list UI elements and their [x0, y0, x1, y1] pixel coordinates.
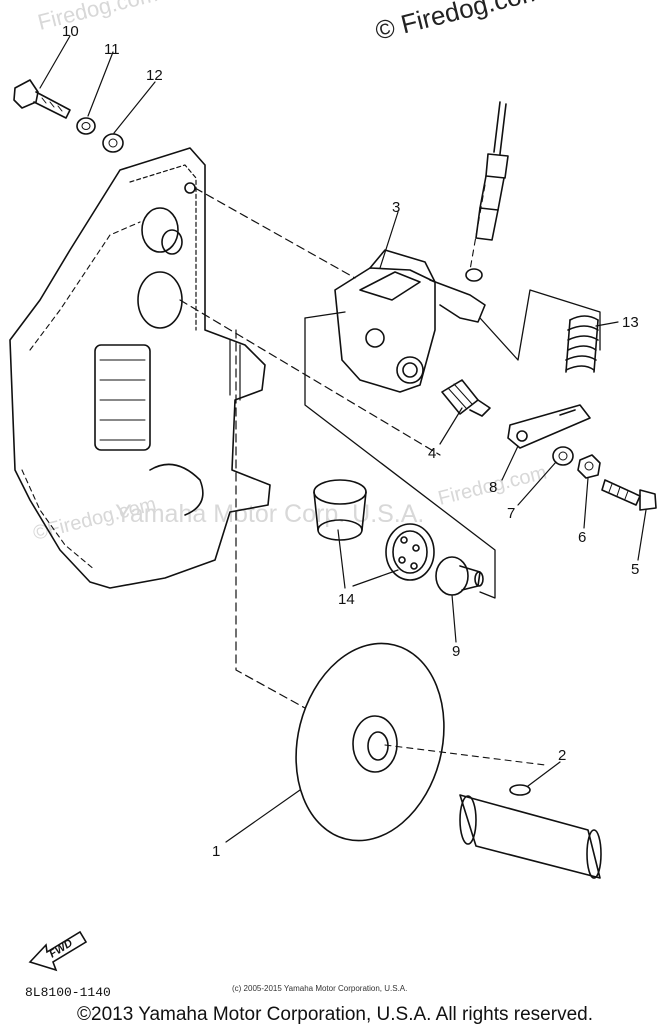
callout-4: 4	[428, 445, 436, 462]
callout-10: 10	[62, 23, 79, 40]
engine-cover-housing	[9, 147, 271, 589]
plunger-part-9	[435, 556, 484, 596]
callout-1: 1	[212, 843, 220, 860]
callout-9: 9	[452, 643, 460, 660]
sheave-disc-part-1	[295, 642, 445, 842]
shaft	[459, 794, 602, 879]
link-plate-part-8	[507, 404, 591, 449]
forward-direction-arrow-icon: FWD	[28, 930, 88, 972]
callout-6: 6	[578, 529, 586, 546]
footer-copyright: ©2013 Yamaha Motor Corporation, U.S.A. A…	[77, 1004, 593, 1025]
bolt-part-10	[13, 79, 71, 119]
throttle-cable	[465, 101, 509, 282]
callout-11: 11	[104, 41, 120, 58]
disc-part-14	[385, 523, 435, 581]
washer-part-7	[552, 446, 574, 466]
bolt-part-5	[601, 479, 657, 511]
washer-part-12	[102, 133, 124, 153]
spring-part-13	[565, 315, 599, 373]
adjuster-part-4	[441, 379, 491, 417]
callout-12: 12	[146, 67, 163, 84]
watermark-center: Yamaha Motor Corp. U.S.A.	[115, 500, 424, 528]
cup-part-14	[313, 479, 367, 541]
callout-8: 8	[489, 479, 497, 496]
watermark-left-faint: ©Firedog.com	[31, 493, 158, 545]
watermark-top-faint: Firedog.com	[35, 0, 160, 35]
small-copyright: (c) 2005-2015 Yamaha Motor Corporation, …	[232, 984, 407, 993]
callout-7: 7	[507, 505, 515, 522]
diagram-code: 8L8100-1140	[25, 985, 111, 1000]
lock-washer-part-11	[76, 117, 96, 135]
callout-14: 14	[338, 591, 355, 608]
lever-bracket-part-3	[334, 249, 486, 393]
callout-13: 13	[622, 314, 639, 331]
callout-3: 3	[392, 199, 400, 216]
key-part-2	[509, 784, 531, 796]
callout-5: 5	[631, 561, 639, 578]
callout-2: 2	[558, 747, 566, 764]
nut-part-6	[577, 454, 601, 479]
watermark-top-right: © Firedog.com	[372, 0, 545, 46]
